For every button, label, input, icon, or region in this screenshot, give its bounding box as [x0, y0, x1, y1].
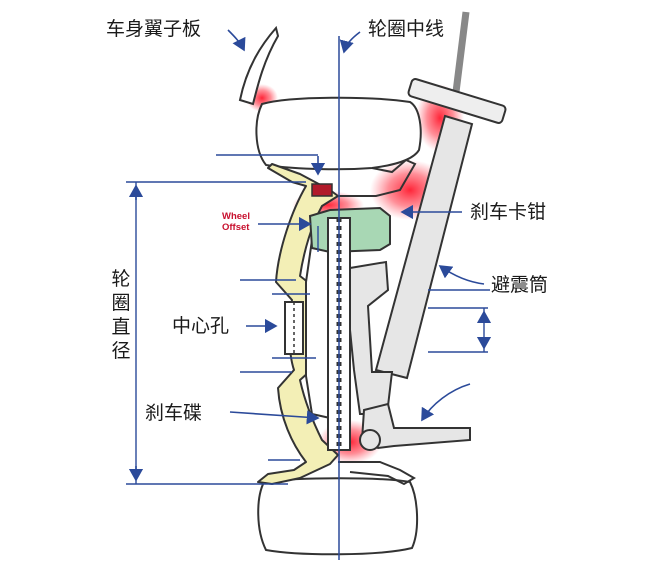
- shock-absorber-label: 避震筒: [491, 274, 549, 296]
- dimension-lines: [126, 154, 490, 485]
- ball-joint: [359, 429, 381, 451]
- rim-right-flange-top: [338, 158, 417, 197]
- strut-top: [407, 11, 507, 124]
- rim-diameter-char-4: 径: [111, 340, 131, 362]
- rim-diameter-char-1: 轮: [111, 268, 131, 290]
- tire-lower: [257, 477, 419, 556]
- shock-absorber-body: [374, 114, 474, 380]
- rim-diameter-char-3: 直: [111, 316, 131, 338]
- leader-arrows: [128, 29, 492, 482]
- center-hole-label: 中心孔: [172, 315, 230, 337]
- fender-arrow: [227, 29, 246, 52]
- brake-disc-label: 刹车碟: [145, 402, 203, 424]
- shock-arrow: [438, 265, 485, 285]
- wheel-offset-label-line2: Offset: [222, 221, 250, 233]
- wheel-offset-label-line1: Wheel: [222, 211, 250, 222]
- brake-caliper-label: 刹车卡钳: [470, 201, 547, 223]
- caliper-pad: [311, 183, 333, 197]
- rim-diameter-label: 轮 圈 直 径: [110, 270, 132, 366]
- fender-label: 车身翼子板: [106, 18, 202, 40]
- hub-barrel: [305, 234, 331, 420]
- rim-diameter-char-2: 圈: [111, 292, 131, 314]
- control-arm-arrow: [421, 383, 471, 422]
- wheel-offset-label: Wheel Offset: [222, 211, 250, 234]
- centerline-arrow: [339, 31, 361, 54]
- rim-right-flange-bottom: [338, 461, 416, 486]
- fender: [238, 25, 280, 106]
- center-hole: [284, 301, 304, 355]
- disc-arrow: [229, 410, 320, 425]
- rim-centerline-label: 轮圈中线: [368, 18, 445, 40]
- steering-knuckle: [349, 260, 394, 415]
